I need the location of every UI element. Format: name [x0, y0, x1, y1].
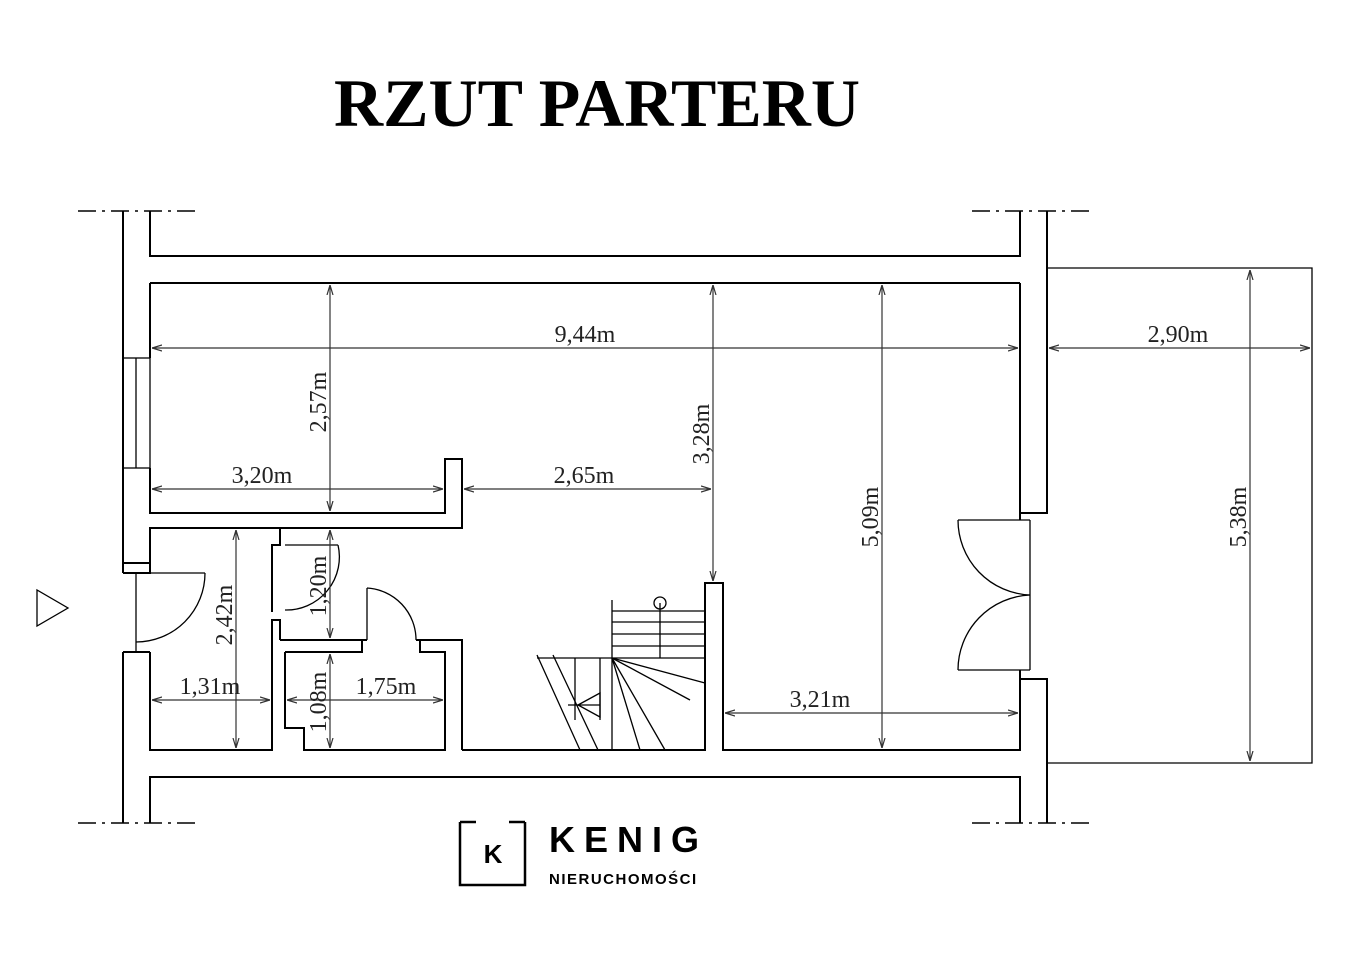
dim-label: 5,09m — [858, 486, 884, 547]
dim-label: 1,08m — [306, 671, 332, 732]
logo-name: KENIG — [549, 819, 708, 860]
walls — [122, 211, 1313, 823]
dim-label: 5,38m — [1226, 486, 1252, 547]
entrance-triangle-icon — [36, 588, 70, 628]
dim-label: 3,21m — [790, 687, 851, 713]
dim-label: 2,90m — [1148, 322, 1209, 348]
dim-label: 3,28m — [689, 403, 715, 464]
dim-label: 9,44m — [555, 322, 616, 348]
dimension-labels: 9,44m 2,90m 2,57m 3,28m 3,20m 2,65m 5,09… — [180, 322, 1252, 732]
stair-post-icon — [653, 596, 667, 610]
axis-lines — [78, 210, 1092, 824]
stairs-arrow-icon — [576, 691, 601, 719]
dim-label: 3,20m — [232, 463, 293, 489]
dim-label: 1,20m — [306, 555, 332, 616]
dim-label: 2,42m — [212, 584, 238, 645]
staircase — [536, 596, 706, 751]
logo-letter: K — [484, 839, 503, 869]
dim-label: 2,65m — [554, 463, 615, 489]
dimension-lines — [152, 270, 1310, 761]
kenig-logo: K KENIG NIERUCHOMOŚCI — [458, 819, 708, 888]
dim-label: 2,57m — [306, 371, 332, 432]
page-title: RZUT PARTERU — [334, 65, 860, 141]
doors — [135, 519, 1031, 671]
dim-label: 1,31m — [180, 674, 241, 700]
dim-label: 1,75m — [356, 674, 417, 700]
logo-subtitle: NIERUCHOMOŚCI — [549, 870, 698, 888]
